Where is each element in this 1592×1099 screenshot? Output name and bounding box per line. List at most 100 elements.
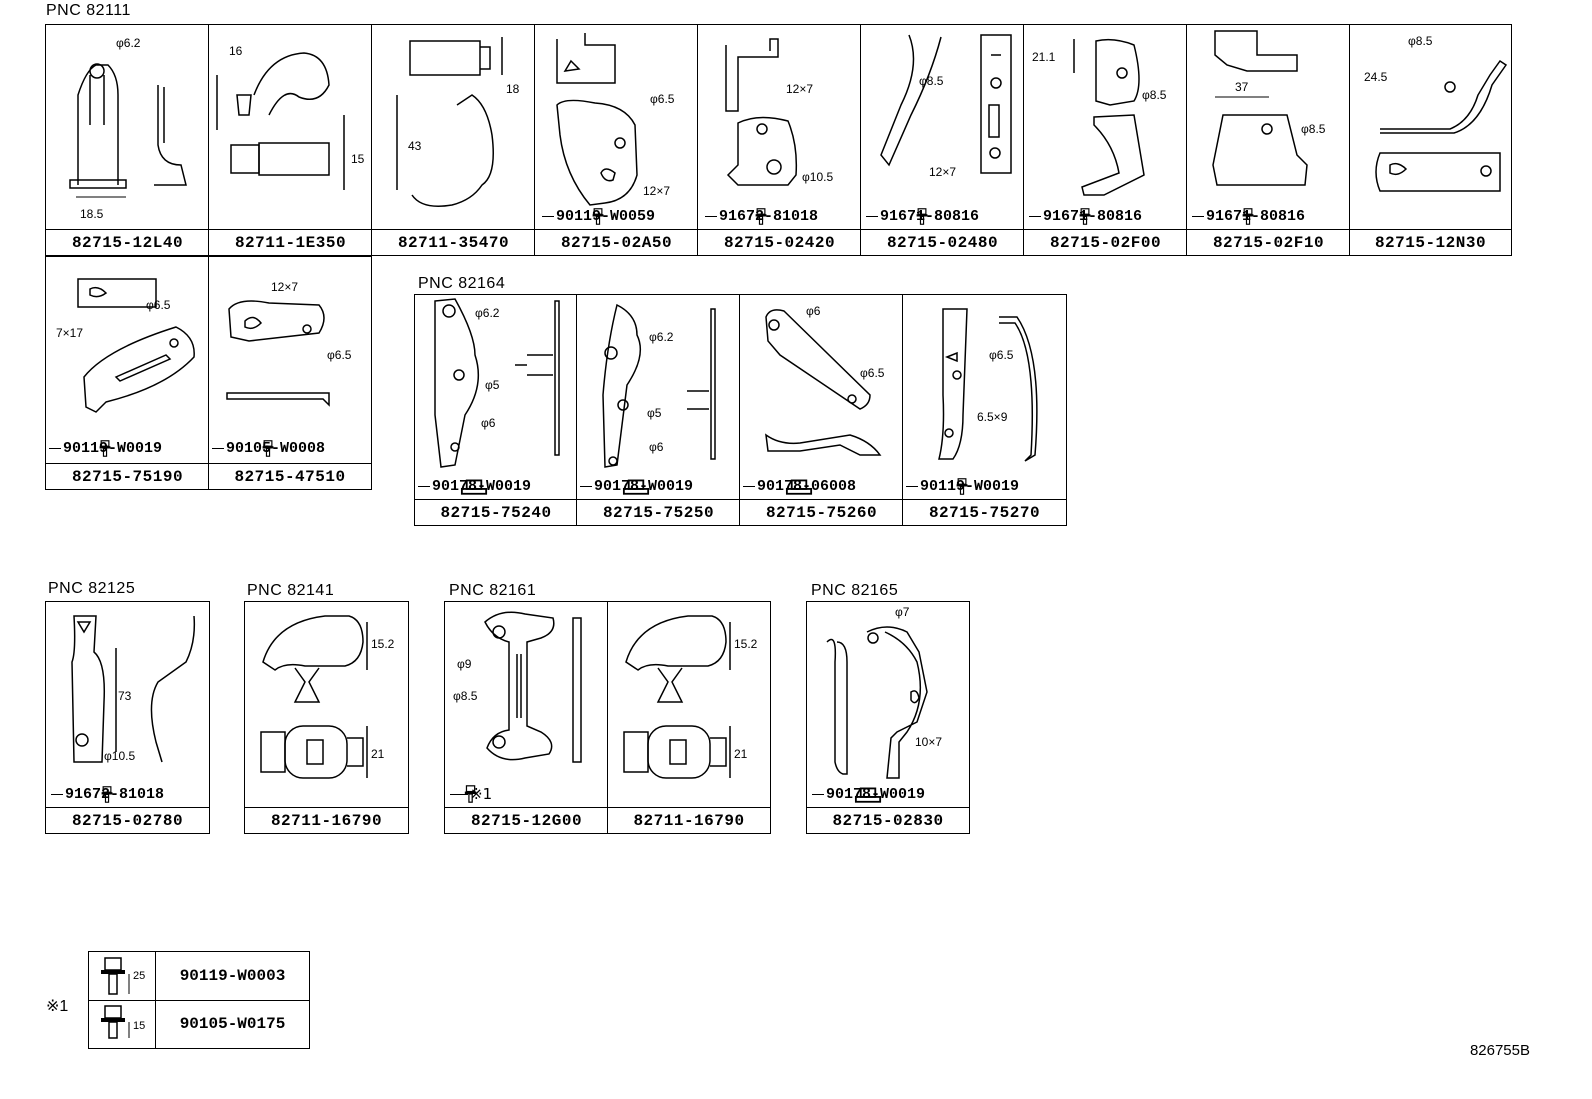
bracket-drawing: φ6.5 12×7 xyxy=(556,33,675,206)
bolt-part-number: 91672-81018 xyxy=(65,786,165,803)
part-cell-82715-02830[interactable]: φ7 10×7 90178-W0019 82715-02830 xyxy=(806,601,970,834)
dim-label: 21 xyxy=(734,747,748,761)
part-number[interactable]: 82711-1E350 xyxy=(209,229,372,255)
dim-label: φ8.5 xyxy=(919,74,944,88)
bolt-callout[interactable]: 90119-W0019 xyxy=(48,440,163,457)
part-number[interactable]: 82715-75270 xyxy=(903,499,1066,525)
dim-label: 12×7 xyxy=(271,280,298,294)
bolt-callout[interactable]: 90178-W0019 xyxy=(579,478,694,495)
dim-label: φ8.5 xyxy=(1301,122,1326,136)
pnc-label-82141: PNC 82141 xyxy=(247,582,335,599)
part-cell-82715-02F00[interactable]: 21.1 φ8.5 91671-80816 82715-02F00 xyxy=(1023,24,1188,256)
bolt-callout[interactable]: 90178-06008 xyxy=(742,478,857,495)
part-cell-82715-02420[interactable]: 12×7 φ10.5 91672-81018 82715-02420 xyxy=(697,24,862,256)
part-cell-82715-75260[interactable]: φ6 φ6.5 90178-06008 82715-75260 xyxy=(739,294,904,526)
part-cell-82715-75240[interactable]: φ6.2 φ5 φ6 90178-W0019 82715-75240 xyxy=(414,294,578,526)
part-number[interactable]: 82715-12L40 xyxy=(46,229,209,255)
part-number[interactable]: 82715-02F10 xyxy=(1187,229,1350,255)
part-number[interactable]: 82715-02F00 xyxy=(1024,229,1187,255)
bracket-drawing: φ8.5 24.5 xyxy=(1364,34,1508,192)
bolt-part-number: 90105-W0008 xyxy=(226,440,326,457)
bolt-callout[interactable]: 91671-80816 xyxy=(1191,208,1306,225)
part-number[interactable]: 82715-02780 xyxy=(46,807,209,833)
part-number[interactable]: 82711-35470 xyxy=(372,229,535,255)
bolt-callout[interactable]: 91671-80816 xyxy=(865,208,980,225)
part-cell-82711-35470[interactable]: 18 43 82711-35470 xyxy=(371,24,536,256)
clip-drawing: 15.2 21 xyxy=(623,615,758,779)
dim-label: 7×17 xyxy=(56,326,83,340)
part-number[interactable]: 82715-75250 xyxy=(577,499,740,525)
part-number[interactable]: 82715-02480 xyxy=(861,229,1024,255)
part-cell-82715-75270[interactable]: φ6.5 6.5×9 90119-W0019 82715-75270 xyxy=(902,294,1067,526)
pnc-label-82164: PNC 82164 xyxy=(418,275,506,292)
bolt-callout[interactable]: 90178-W0019 xyxy=(417,478,532,495)
part-cell-82715-47510[interactable]: 12×7 φ6.5 90105-W0008 82715-47510 xyxy=(208,256,372,490)
bolt-part-number: 91671-80816 xyxy=(1043,208,1143,225)
bracket-drawing: φ6.2 φ5 φ6 xyxy=(434,298,560,468)
bolt-callout[interactable]: 90119-W0059 xyxy=(541,208,656,225)
part-number[interactable]: 82715-47510 xyxy=(209,463,371,489)
part-number[interactable]: 82711-16790 xyxy=(245,807,408,833)
dim-label: 15 xyxy=(351,152,365,166)
part-number[interactable]: 82715-02420 xyxy=(698,229,861,255)
dim-label: 24.5 xyxy=(1364,70,1388,84)
bracket-drawing: φ6.2 φ5 φ6 xyxy=(602,303,716,468)
part-cell-82711-1E350[interactable]: 16 15 82711-1E350 xyxy=(208,24,373,256)
dim-label: φ9 xyxy=(457,657,472,671)
part-cell-82715-02F10[interactable]: 37 φ8.5 91671-80816 82715-02F10 xyxy=(1186,24,1351,256)
part-number[interactable]: 82711-16790 xyxy=(608,807,770,833)
part-cell-82715-12G00[interactable]: φ9 φ8.5 ※1 82715-12G00 xyxy=(444,601,609,834)
bracket-drawing: 12×7 φ6.5 xyxy=(226,280,352,407)
bolt-part-number: 90119-W0059 xyxy=(556,208,656,225)
part-cell-82711-16790[interactable]: 15.2 21 82711-16790 xyxy=(607,601,771,834)
dim-label: φ6.5 xyxy=(860,366,885,380)
part-cell-82715-12N30[interactable]: φ8.5 24.5 82715-12N30 xyxy=(1349,24,1512,256)
reference-mark: ※1 xyxy=(46,998,69,1015)
bolt-code: 90119-W0003 xyxy=(179,967,286,985)
bolt-callout[interactable]: 90119-W0019 xyxy=(905,478,1020,495)
dim-label: 12×7 xyxy=(929,165,956,179)
part-cell-82715-75190[interactable]: φ6.5 7×17 90119-W0019 82715-75190 xyxy=(45,256,210,490)
dim-label: φ6 xyxy=(481,416,496,430)
dim-label: 15.2 xyxy=(371,637,395,651)
dim-label: φ10.5 xyxy=(104,749,135,763)
part-number[interactable]: 82715-02830 xyxy=(807,807,969,833)
dim-label: 43 xyxy=(408,139,422,153)
part-number[interactable]: 82715-02A50 xyxy=(535,229,698,255)
part-cell-82715-02780[interactable]: 73 φ10.5 91672-81018 82715-02780 xyxy=(45,601,210,834)
bolt-callout[interactable]: ※1 xyxy=(449,785,493,803)
dim-label: 6.5×9 xyxy=(977,410,1008,424)
dim-label: φ6.5 xyxy=(989,348,1014,362)
part-cell-82715-12L40[interactable]: φ6.2 18.5 82715-12L40 xyxy=(45,24,210,256)
bolt-part-number: 90119-W0019 xyxy=(920,478,1020,495)
pnc-label-82165: PNC 82165 xyxy=(811,582,899,599)
legend-row[interactable]: 15 90105-W0175 xyxy=(89,1000,309,1048)
bolt-legend-table: 25 90119-W0003 15 90105-W0175 xyxy=(88,951,310,1049)
part-number[interactable]: 82715-12G00 xyxy=(445,807,608,833)
bracket-drawing: 12×7 φ10.5 xyxy=(725,38,833,186)
part-number[interactable]: 82715-75260 xyxy=(740,499,903,525)
part-cell-82715-75250[interactable]: φ6.2 φ5 φ6 90178-W0019 82715-75250 xyxy=(576,294,741,526)
part-number[interactable]: 82715-75240 xyxy=(415,499,577,525)
bracket-drawing: φ6 φ6.5 xyxy=(765,304,885,456)
part-number[interactable]: 82715-12N30 xyxy=(1350,229,1511,255)
dim-label: 37 xyxy=(1235,80,1249,94)
part-cell-82715-02480[interactable]: φ8.5 12×7 91671-80816 82715-02480 xyxy=(860,24,1025,256)
dim-label: 18.5 xyxy=(80,207,104,221)
pnc-label-82161: PNC 82161 xyxy=(449,582,537,599)
bracket-drawing: φ9 φ8.5 xyxy=(453,611,582,763)
bolt-callout[interactable]: 91672-81018 xyxy=(704,208,819,225)
part-cell-82715-02A50[interactable]: φ6.5 12×7 90119-W0059 82715-02A50 xyxy=(534,24,699,256)
bolt-length: 25 xyxy=(133,970,146,982)
bolt-callout[interactable]: 90178-W0019 xyxy=(811,786,926,803)
bolt-callout[interactable]: 91672-81018 xyxy=(50,786,165,803)
bolt-code: 90105-W0175 xyxy=(179,1015,286,1033)
clip-drawing: 15.2 21 xyxy=(260,615,395,779)
part-number[interactable]: 82715-75190 xyxy=(46,463,209,489)
dim-label: 18 xyxy=(506,82,520,96)
bolt-length: 15 xyxy=(133,1020,146,1032)
bolt-callout[interactable]: 91671-80816 xyxy=(1028,208,1143,225)
part-cell-82711-16790[interactable]: 15.2 21 82711-16790 xyxy=(244,601,409,834)
legend-row[interactable]: 25 90119-W0003 xyxy=(89,952,309,1001)
bolt-callout[interactable]: 90105-W0008 xyxy=(211,440,326,457)
